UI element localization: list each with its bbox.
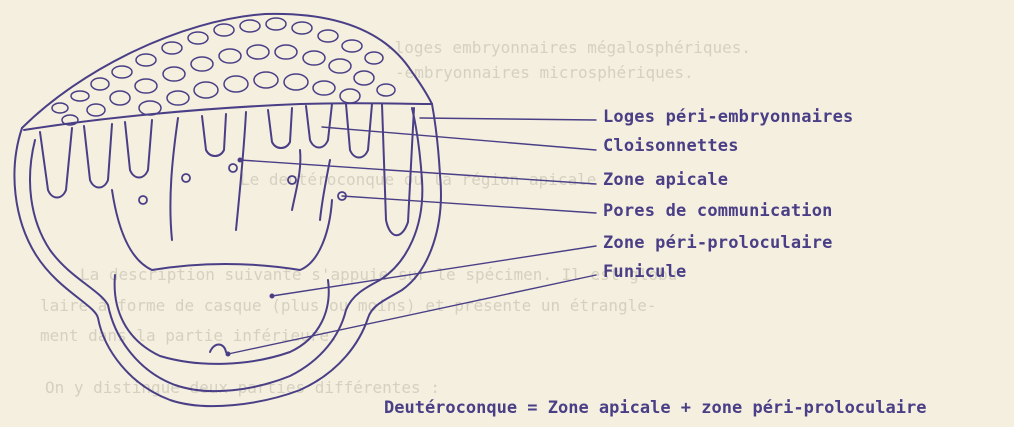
- pore: [182, 174, 190, 182]
- pore: [229, 164, 237, 172]
- cloisonnette: [236, 112, 246, 230]
- label-loges-peri-embryonnaires: Loges péri-embryonnaires: [603, 107, 853, 127]
- deuteroconque-caption: Deutéroconque = Zone apicale + zone péri…: [384, 398, 926, 418]
- cloisonnette: [320, 160, 330, 220]
- leader-line-periproloculaire: [272, 246, 596, 296]
- loge-1: [40, 128, 72, 198]
- periproloculus-outline: [115, 275, 329, 364]
- loge-4: [202, 114, 226, 156]
- loge-6: [306, 104, 332, 148]
- apical-zone-outline: [112, 190, 332, 270]
- leader-line-loges: [420, 118, 596, 120]
- loge-5: [268, 108, 292, 148]
- label-cloisonnettes: Cloisonnettes: [603, 136, 739, 156]
- label-funicule: Funicule: [603, 262, 686, 282]
- cloisonnette: [170, 118, 178, 240]
- outer-wall: [14, 104, 440, 406]
- label-zone-apicale: Zone apicale: [603, 170, 728, 190]
- label-pores-de-communication: Pores de communication: [603, 201, 833, 221]
- pore: [288, 176, 296, 184]
- leader-line-zone-apicale: [240, 160, 596, 184]
- leader-line-pores: [342, 196, 596, 213]
- leader-line-cloisonnettes: [322, 127, 596, 150]
- leader-line-funicule: [228, 275, 596, 354]
- inner-wall: [30, 108, 422, 391]
- loge-2: [84, 124, 112, 188]
- funicule: [210, 345, 226, 353]
- pore: [139, 196, 147, 204]
- label-zone-peri-proloculaire: Zone péri-proloculaire: [603, 233, 833, 253]
- loge-3: [125, 120, 152, 178]
